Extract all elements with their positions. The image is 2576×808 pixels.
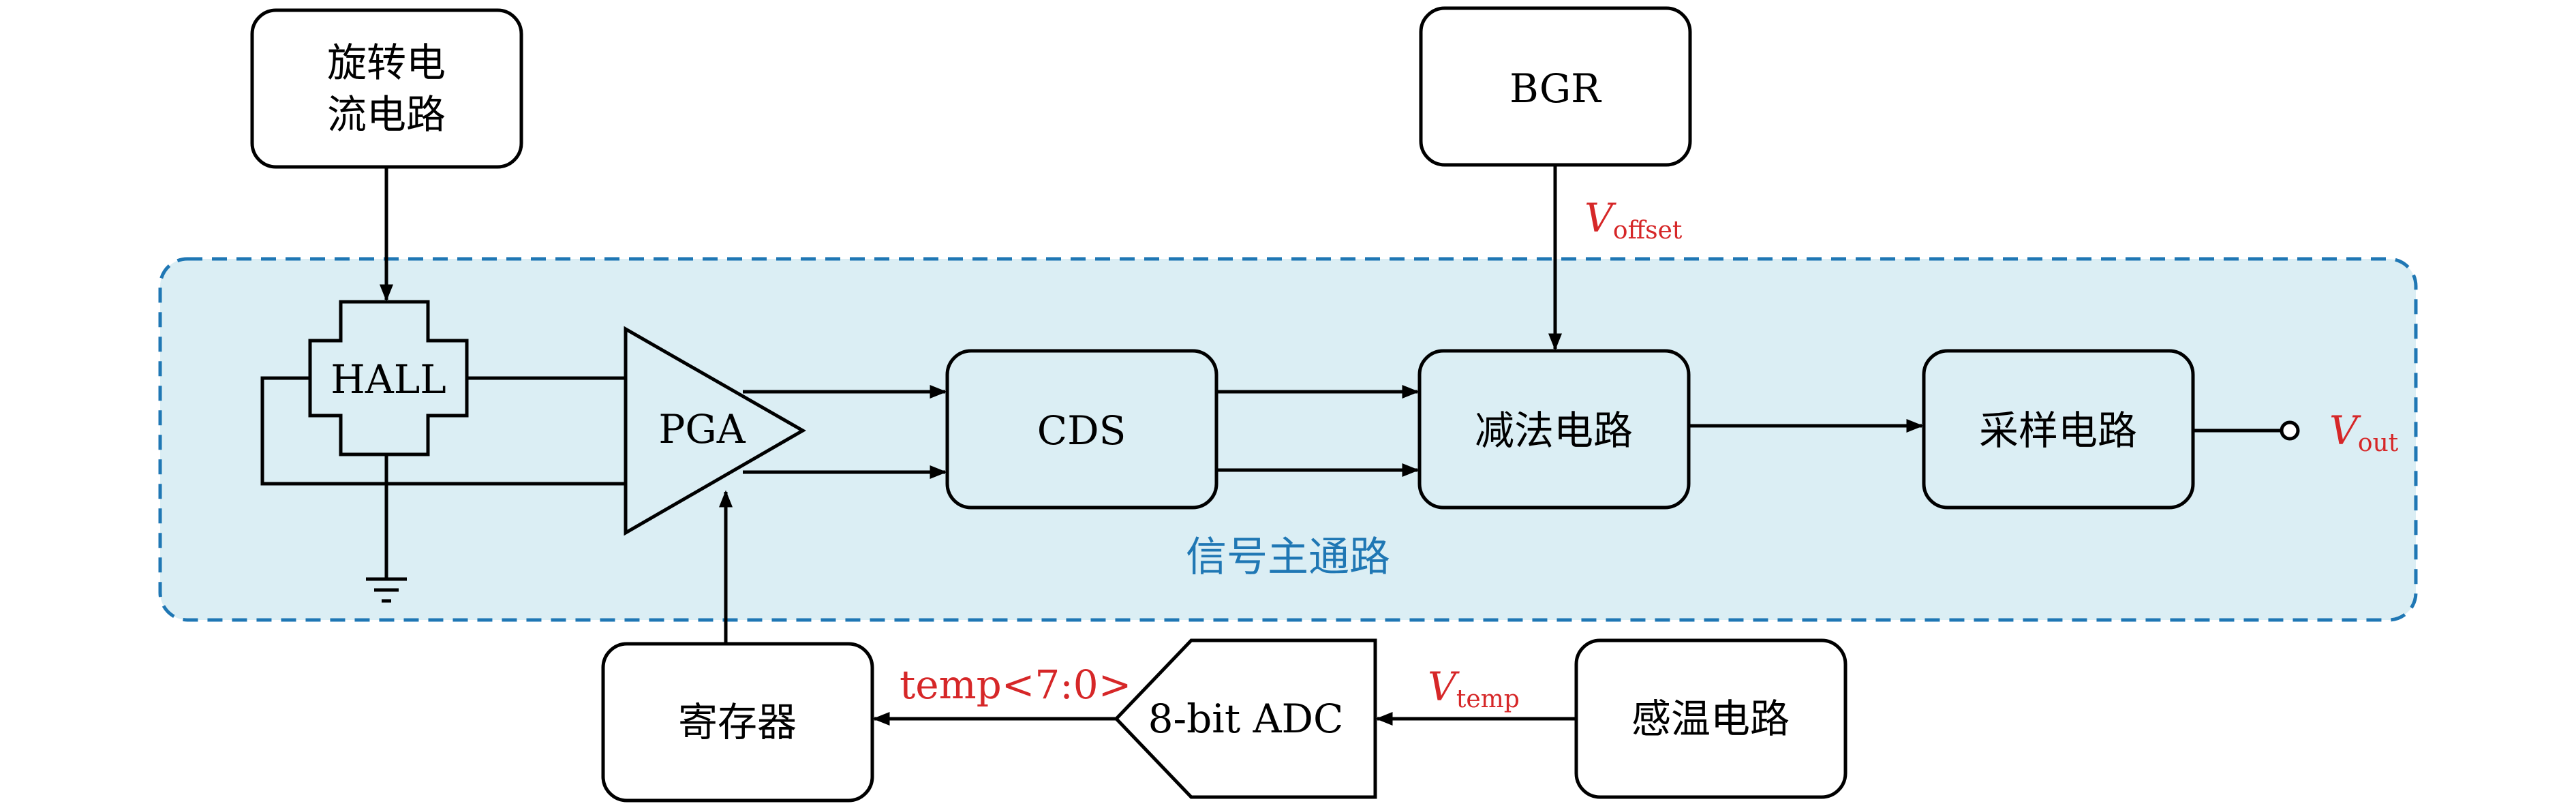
temp-bus-label: temp<7:0> <box>900 662 1131 708</box>
hall-sensor: HALL <box>308 300 469 456</box>
subtraction-label: 减法电路 <box>1475 407 1633 454</box>
sampling-circuit-block: 采样电路 <box>1922 349 2195 510</box>
sampling-label: 采样电路 <box>1979 407 2137 454</box>
pga-amplifier: PGA <box>624 326 807 536</box>
pga-label: PGA <box>658 406 746 452</box>
v-offset-label: Voffset <box>1584 195 1683 245</box>
output-terminal <box>2280 420 2300 441</box>
bgr-block: BGR <box>1419 6 1692 167</box>
signal-main-path-label: 信号主通路 <box>1186 533 1390 581</box>
register-label: 寄存器 <box>678 699 797 745</box>
register-block: 寄存器 <box>601 642 874 803</box>
hall-label: HALL <box>331 356 446 403</box>
spin-current-label-line-2: 流电路 <box>327 91 446 138</box>
subtraction-circuit-block: 减法电路 <box>1417 349 1691 510</box>
spin-current-label-line-1: 旋转电 <box>327 40 446 86</box>
spin-current-circuit-block: 旋转电 流电路 <box>250 8 523 169</box>
bgr-label: BGR <box>1509 65 1602 112</box>
cds-label: CDS <box>1037 407 1126 454</box>
v-temp-label: Vtemp <box>1428 664 1520 713</box>
hall-to-pga-wire-bottom <box>260 376 626 486</box>
temperature-sensing-block: 感温电路 <box>1574 638 1847 799</box>
adc-block: 8-bit ADC <box>1114 638 1377 799</box>
v-out-label: Vout <box>2329 407 2399 457</box>
temperature-sensing-label: 感温电路 <box>1631 696 1790 742</box>
adc-label: 8-bit ADC <box>1148 696 1344 742</box>
cds-block: CDS <box>945 349 1218 510</box>
ground-symbol <box>366 454 407 603</box>
